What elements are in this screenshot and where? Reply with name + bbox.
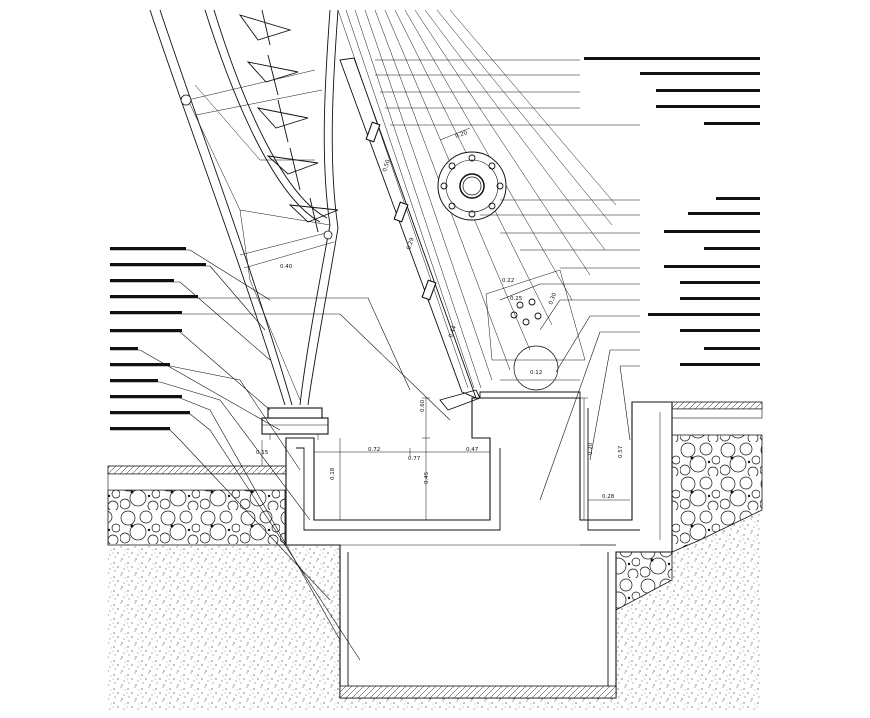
dim-label: 0.30 <box>548 292 558 306</box>
dim-label: 0.57 <box>618 445 624 458</box>
dimension-lines <box>261 127 630 521</box>
dim-label: 0.18 <box>330 467 336 480</box>
flange-section <box>437 151 507 221</box>
fan-blade-assemblies <box>238 9 339 233</box>
dim-label: 0.47 <box>466 447 479 453</box>
dim-label: 0.40 <box>280 264 293 270</box>
dim-label: 0.45 <box>424 471 430 484</box>
concrete-foundation <box>285 397 673 699</box>
steel-truss <box>149 9 339 406</box>
annotation-leaders-right <box>375 59 640 501</box>
dimension-labels: 0.20 0.50 0.29 0.44 0.40 0.22 0.25 0.30 … <box>256 130 624 500</box>
dim-label: 0.29 <box>406 237 416 251</box>
pile-cap <box>261 407 329 440</box>
dim-label: 0.44 <box>448 325 458 339</box>
dim-label: 0.77 <box>408 456 421 462</box>
dim-label: 0.12 <box>530 370 542 376</box>
dim-label: 0.20 <box>455 130 469 140</box>
soil-hatch <box>108 510 760 710</box>
dim-label: 0.60 <box>420 399 426 412</box>
dim-label: 0.25 <box>510 296 523 302</box>
bolt-group <box>510 298 542 326</box>
dim-label: 0.50 <box>382 159 392 173</box>
dim-label: 0.72 <box>368 447 380 453</box>
annotation-text-bars <box>110 57 760 430</box>
base-plate-detail <box>439 269 586 411</box>
dim-label: 0.15 <box>256 450 269 456</box>
dim-label: 0.22 <box>502 278 514 284</box>
dim-label: 0.28 <box>602 494 615 500</box>
dim-label: 0.20 <box>588 442 594 455</box>
